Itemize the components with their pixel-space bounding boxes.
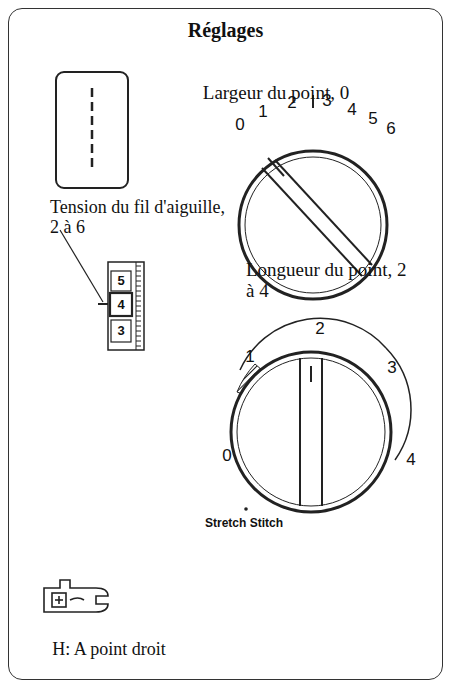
tension-number: 3 [117,324,124,338]
panel-title: Réglages [9,19,442,42]
scale-number: 1 [258,103,267,122]
scale-number: 2 [287,94,296,113]
scale-number: 4 [406,451,415,470]
tension-number: 4 [117,298,124,312]
tension-indicator [60,230,144,350]
tension-label: Tension du fil d'aiguille, 2 à 6 [50,198,225,238]
settings-panel: Réglages [8,8,443,680]
scale-number: 6 [386,120,395,139]
stitch-icon [56,72,128,188]
scale-number: 2 [315,320,324,339]
dial-label: Longueur du point, 2 à 4 [246,260,416,302]
scale-number: 0 [235,116,244,135]
length-dial [231,318,411,512]
stretch-stitch-mark: Stretch Stitch [205,517,283,530]
tension-number: 5 [117,274,124,288]
scale-number: 3 [322,92,331,111]
scale-number: 0 [222,447,231,466]
presser-foot-label: H: A point droit [52,640,166,660]
scale-number: 5 [368,110,377,129]
scale-number: 1 [245,348,254,367]
scale-number: 4 [347,101,356,120]
presser-foot-icon [44,580,108,612]
scale-number: 3 [387,359,396,378]
